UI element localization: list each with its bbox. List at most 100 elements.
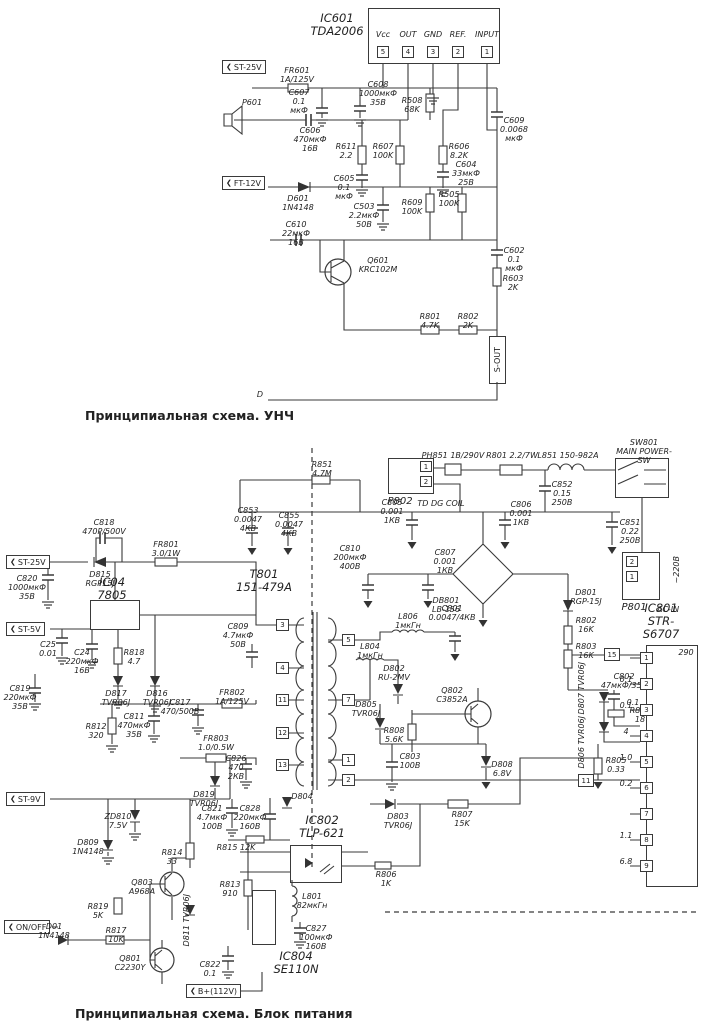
connector-st-5v: ❮ST-5V bbox=[6, 622, 45, 636]
label-d805: D805 TVR06J bbox=[351, 700, 381, 719]
ic601-pin-out: OUT bbox=[399, 30, 417, 39]
connector-on-off: ❮ON/OFF bbox=[4, 920, 51, 934]
label-d807: D807 TVR06J bbox=[577, 662, 586, 715]
t801-pin-12: 12 bbox=[276, 727, 289, 739]
label-c822: C822 0.1 bbox=[199, 960, 221, 979]
label-sw801: SW801 MAIN POWER-SW bbox=[616, 438, 672, 466]
label-c802: C802 47мкФ/35В bbox=[600, 672, 648, 691]
s-out-label: S-OUT bbox=[493, 347, 502, 373]
label-c807: C807 0.001 1КВ bbox=[433, 548, 457, 576]
label-d-node: D bbox=[256, 390, 264, 399]
ic601-pin-gnd: GND bbox=[423, 30, 443, 39]
ic601-pin-number-3: 3 bbox=[427, 46, 439, 58]
label-t801: T801 151-479A bbox=[236, 567, 292, 595]
label-c24: C24 220мкФ 16В bbox=[65, 648, 99, 676]
label-d803: D803 TVR06J bbox=[383, 812, 413, 831]
label-c801: C801 0.0047/4КВ bbox=[428, 604, 476, 623]
ic601-pin-ref: REF. bbox=[449, 30, 467, 39]
label-c805: C805 0.001 1КВ bbox=[380, 498, 404, 526]
t801-pin-1: 1 bbox=[342, 754, 355, 766]
label-d801: D801 RGP-15J bbox=[570, 588, 602, 607]
label-c826: C826 470 2КВ bbox=[225, 754, 247, 782]
label-r505: R505 100K bbox=[438, 190, 460, 209]
connector-label: ST-5V bbox=[17, 624, 41, 634]
ic801-pin-4: 4 bbox=[640, 730, 653, 742]
label-value-0-1: 0.1 bbox=[626, 698, 640, 707]
ic601-pin-number-1: 1 bbox=[481, 46, 493, 58]
connector-arrow-icon: ❮ bbox=[226, 179, 232, 187]
label-c828: C828 220мкФ 160В bbox=[233, 804, 267, 832]
connector-label: FT-12V bbox=[233, 178, 262, 188]
connector-st-25v-top: ❮ST-25V bbox=[222, 60, 266, 74]
label-r611: R611 2.2 bbox=[335, 142, 357, 161]
label-d811: D811 TVR06J bbox=[182, 894, 191, 947]
p801-pin-1: 1 bbox=[626, 571, 638, 582]
p802-body bbox=[388, 458, 434, 494]
label-q801: Q801 C2230Y bbox=[114, 954, 146, 973]
label-p802: P802 bbox=[387, 496, 413, 507]
label-l801: L801 82мкГн bbox=[296, 892, 328, 911]
label-c855: C855 0.0047 4КВ bbox=[275, 511, 303, 539]
label-d804: D804 bbox=[291, 792, 313, 801]
label-ac-220v: ~220В bbox=[672, 556, 681, 584]
ic801-value-7: 6.8 bbox=[619, 857, 633, 866]
label-r813: R813 910 bbox=[219, 880, 241, 899]
label-r818: R818 4.7 bbox=[123, 648, 145, 667]
label-p601: P601 bbox=[241, 98, 263, 107]
connector-arrow-icon: ❮ bbox=[190, 987, 196, 995]
label-c809: C809 4.7мкФ 50В bbox=[222, 622, 254, 650]
ic601-pin-input: INPUT bbox=[475, 30, 499, 39]
label-d819: D819 TVR06J bbox=[189, 790, 219, 809]
label-c819: C819 220мкФ 35В bbox=[3, 684, 37, 712]
connector-st-25v: ❮ST-25V bbox=[6, 555, 50, 569]
t801-pin-11: 11 bbox=[276, 694, 289, 706]
ic804-body bbox=[252, 890, 276, 945]
ic801-value-1: 0.1 bbox=[619, 675, 633, 684]
ic801-pin-9: 9 bbox=[640, 860, 653, 872]
label-r807: R807 15K bbox=[451, 810, 473, 829]
t801-pin-13: 13 bbox=[276, 759, 289, 771]
label-d809: D809 1N4148 bbox=[72, 838, 104, 857]
label-r508: R508 68K bbox=[401, 96, 423, 115]
label-r801-bottom: R801 2.2/7W bbox=[486, 451, 538, 460]
label-r802-bottom: R802 16K bbox=[575, 616, 597, 635]
label-fr601: FR601 1A/125V bbox=[280, 66, 314, 85]
label-ic802: IC802 TLP-621 bbox=[299, 813, 345, 841]
label-c806: C806 0.001 1КВ bbox=[509, 500, 533, 528]
label-c605: C605 0.1 мкФ bbox=[333, 174, 355, 202]
label-d808: D808 6.8V bbox=[491, 760, 513, 779]
label-zd810: ZD810 7.5V bbox=[104, 812, 132, 831]
ic04-body bbox=[90, 600, 140, 630]
ic801-pin-1: 1 bbox=[640, 652, 653, 664]
sw801-body bbox=[615, 458, 669, 498]
label-p801-sub: AC-IN bbox=[656, 605, 680, 614]
label-r606: R606 8.2K bbox=[448, 142, 470, 161]
ic801-value-5: 0.2 bbox=[619, 779, 633, 788]
ic801-body bbox=[646, 645, 698, 887]
label-c818: C818 470Р/500V bbox=[82, 518, 126, 537]
label-c817: C817 470/500В bbox=[160, 698, 200, 717]
connector-label: ST-25V bbox=[17, 557, 46, 567]
t801-pin-4: 4 bbox=[276, 662, 289, 674]
label-d802: D802 RU-2MV bbox=[378, 664, 410, 683]
label-d816: D816 TVR06J bbox=[142, 689, 172, 708]
label-c602: C602 0.1 мкФ bbox=[503, 246, 525, 274]
label-ic801: IC801 STR-S6707 bbox=[642, 601, 680, 642]
connector-label: ON/OFF bbox=[15, 922, 47, 932]
terminal-15: 15 bbox=[604, 648, 620, 661]
label-r805: R805 0.33 bbox=[605, 756, 627, 775]
label-r814: R814 33 bbox=[161, 848, 183, 867]
ic801-value-4: 1.0 bbox=[619, 753, 633, 762]
ic801-value-6: 1.1 bbox=[619, 831, 633, 840]
label-q802: Q802 C3852A bbox=[436, 686, 468, 705]
label-d817: D817 TVR06J bbox=[101, 689, 131, 708]
connector-arrow-icon: ❮ bbox=[10, 625, 16, 633]
label-r609: R609 100K bbox=[401, 198, 423, 217]
label-c606: C606 470мкФ 16В bbox=[293, 126, 327, 154]
ic601-pin-number-2: 2 bbox=[452, 46, 464, 58]
ic801-pin-3: 3 bbox=[640, 704, 653, 716]
connector-label: ST-25V bbox=[233, 62, 262, 72]
connector-label: B+(112V) bbox=[197, 986, 238, 996]
ic601-pin-number-4: 4 bbox=[402, 46, 414, 58]
